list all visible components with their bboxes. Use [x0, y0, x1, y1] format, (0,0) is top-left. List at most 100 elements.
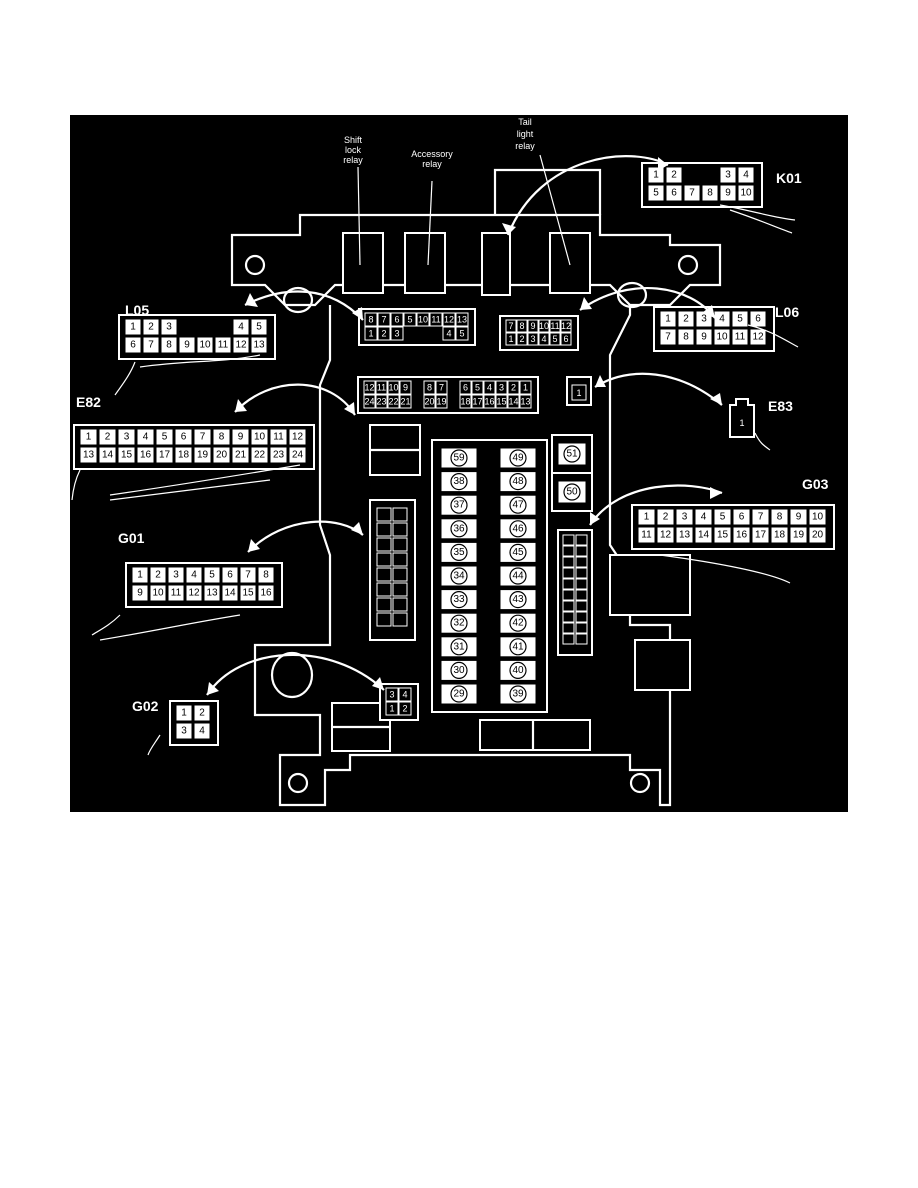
socket-pin — [519, 380, 532, 395]
pin — [160, 336, 178, 354]
socket-pin — [516, 332, 528, 346]
pin-number: 16 — [736, 530, 748, 541]
socket-e83: 1 — [566, 376, 592, 406]
pin — [250, 336, 268, 354]
pin — [231, 446, 250, 464]
pin — [214, 336, 232, 354]
socket-pin-number: 4 — [446, 329, 451, 339]
fuse-number: 48 — [512, 476, 524, 487]
pin-number: 3 — [181, 726, 187, 737]
socket-pin-number: 5 — [552, 334, 557, 344]
socket-pin-number: 5 — [407, 315, 412, 325]
socket-pin — [364, 326, 378, 341]
socket-pin — [495, 394, 508, 409]
fuse: 34 — [440, 565, 478, 587]
pin-number: 3 — [173, 570, 179, 581]
socket-pin — [363, 380, 376, 395]
pin-number: 13 — [206, 588, 218, 599]
pin — [136, 428, 155, 446]
pin-number: 8 — [219, 432, 225, 443]
socket-pin-number: 11 — [550, 321, 559, 331]
fuse-number: 31 — [453, 641, 465, 652]
pin-number: 3 — [701, 314, 707, 325]
pin-number: 7 — [148, 340, 154, 351]
pin — [239, 566, 257, 584]
pin-number: 2 — [683, 314, 689, 325]
socket-pin — [459, 380, 472, 395]
fuse-number: 34 — [453, 571, 465, 582]
pin — [124, 336, 142, 354]
pin — [677, 328, 695, 346]
pin — [185, 566, 203, 584]
fuse: 36 — [440, 518, 478, 540]
socket-pin-number: 3 — [499, 383, 504, 393]
socket-pin — [516, 319, 528, 333]
socket-pin-number: 4 — [487, 383, 492, 393]
pin — [677, 310, 695, 328]
pin-number: 6 — [671, 188, 677, 199]
socket-pin-number: 7 — [439, 383, 444, 393]
pin-number: 7 — [665, 332, 671, 343]
connector-label: E83 — [768, 398, 793, 414]
pin — [656, 526, 675, 544]
fuse-number: 45 — [512, 547, 524, 558]
fuse-number: 47 — [512, 500, 524, 511]
pin-number: 4 — [191, 570, 197, 581]
pin — [770, 508, 789, 526]
pin-number: 1 — [665, 314, 671, 325]
pin — [232, 336, 250, 354]
pin-number: 15 — [242, 588, 254, 599]
fuse: 42 — [499, 612, 537, 634]
socket-pin-number: 1 — [508, 334, 513, 344]
fuse-number: 41 — [512, 641, 524, 652]
socket-pin — [495, 380, 508, 395]
pin — [637, 526, 656, 544]
pin — [808, 508, 827, 526]
pin — [142, 318, 160, 336]
pin — [637, 508, 656, 526]
socket-pin — [390, 326, 404, 341]
pin-number: 9 — [701, 332, 707, 343]
pin — [789, 526, 808, 544]
pin-number: 20 — [812, 530, 824, 541]
socket-pin — [483, 380, 496, 395]
socket-pin-number: 6 — [463, 383, 468, 393]
pin-number: 3 — [124, 432, 130, 443]
socket-pin-number: 4 — [541, 334, 546, 344]
socket-pin-number: 9 — [403, 383, 408, 393]
pin-number: 15 — [121, 450, 133, 461]
socket-pin-number: 11 — [377, 383, 386, 393]
pin-number: 2 — [155, 570, 161, 581]
pin — [808, 526, 827, 544]
pin-number: 3 — [725, 170, 731, 181]
pin-number: 3 — [682, 512, 688, 523]
pin — [131, 566, 149, 584]
pin — [659, 310, 677, 328]
socket-pin — [399, 380, 412, 395]
pin-number: 13 — [83, 450, 95, 461]
pin — [221, 584, 239, 602]
pin — [257, 566, 275, 584]
pin — [174, 428, 193, 446]
socket-pin-number: 10 — [418, 315, 428, 325]
pin-number: 2 — [199, 708, 205, 719]
socket-pin-number: 1 — [368, 329, 373, 339]
pin — [732, 526, 751, 544]
pin-number: 16 — [260, 588, 272, 599]
socket-pin — [398, 701, 412, 716]
pin-number: 19 — [197, 450, 209, 461]
pin — [98, 428, 117, 446]
pin — [713, 526, 732, 544]
pin — [149, 566, 167, 584]
pin — [665, 184, 683, 202]
pin — [749, 310, 767, 328]
fuse: 32 — [440, 612, 478, 634]
pin-number: 24 — [292, 450, 304, 461]
pin — [178, 336, 196, 354]
socket-pin-number: 5 — [459, 329, 464, 339]
